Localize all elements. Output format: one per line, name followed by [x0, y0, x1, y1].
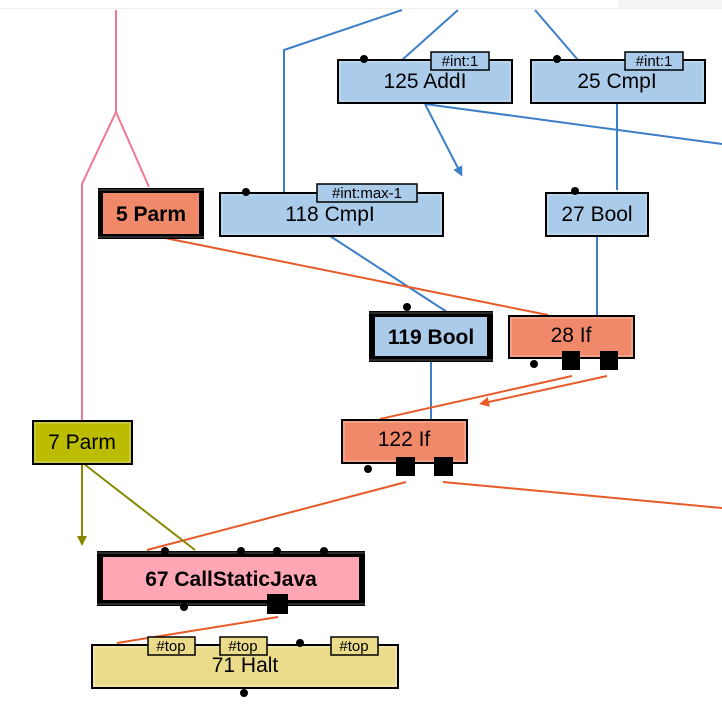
edge-7-parm-to-67[interactable]: [83, 463, 196, 551]
input-port[interactable]: [273, 547, 281, 555]
node-label: 118 CmpI: [285, 203, 375, 226]
svg-text:#int:1: #int:1: [442, 53, 479, 70]
node-label: 119 Bool: [388, 326, 474, 349]
node-27-bool[interactable]: 27 Bool: [545, 187, 649, 237]
constant-tag: #int:max-1: [316, 183, 418, 203]
node-125-addi[interactable]: #int:1 125 AddI: [337, 51, 513, 104]
svg-text:#top: #top: [156, 638, 185, 655]
edge-memory-to-7-parm[interactable]: [81, 111, 117, 421]
edge-67-to-71-halt[interactable]: [116, 616, 279, 644]
node-5-parm[interactable]: 5 Parm: [98, 188, 204, 239]
input-port[interactable]: [364, 465, 372, 473]
input-port[interactable]: [320, 547, 328, 555]
input-port[interactable]: [403, 303, 411, 311]
top-bar-panel: [618, 0, 722, 8]
output-port-false[interactable]: [600, 351, 618, 370]
node-122-if[interactable]: 122 If: [341, 419, 468, 476]
input-port[interactable]: [360, 55, 368, 63]
constant-tag: #int:1: [624, 51, 684, 71]
edges: [77, 9, 722, 644]
input-port[interactable]: [553, 55, 561, 63]
output-port-true[interactable]: [562, 351, 580, 370]
input-port[interactable]: [571, 187, 579, 195]
edge-into-118-cmpi[interactable]: [283, 9, 403, 196]
node-71-halt[interactable]: #top #top #top 71 Halt: [91, 636, 399, 697]
svg-text:#top: #top: [228, 638, 257, 655]
node-119-bool[interactable]: 119 Bool: [369, 303, 493, 362]
constant-tag: #int:1: [430, 51, 490, 71]
edge-125-addi-right[interactable]: [424, 103, 722, 145]
input-port[interactable]: [242, 188, 250, 196]
node-label: 25 CmpI: [577, 70, 656, 93]
edge-into-125-addi[interactable]: [401, 9, 459, 61]
edge-into-25-cmpi[interactable]: [534, 9, 579, 61]
output-port[interactable]: [267, 594, 288, 614]
svg-text:#int:1: #int:1: [636, 53, 673, 70]
node-label: 71 Halt: [212, 654, 279, 677]
node-label: 125 AddI: [384, 70, 467, 93]
node-118-cmpi[interactable]: #int:max-1 118 CmpI: [219, 183, 444, 237]
node-7-parm[interactable]: 7 Parm: [32, 420, 133, 465]
node-28-if[interactable]: 28 If: [508, 315, 635, 370]
edge-118-to-119[interactable]: [329, 235, 448, 313]
node-label: 27 Bool: [561, 203, 632, 226]
edge-28-if-loop-back[interactable]: [479, 375, 608, 407]
input-port[interactable]: [161, 547, 169, 555]
input-port[interactable]: [180, 603, 188, 611]
node-25-cmpi[interactable]: #int:1 25 CmpI: [530, 51, 706, 104]
svg-text:#top: #top: [339, 638, 368, 655]
edge-122-if-right[interactable]: [442, 481, 722, 509]
constant-tag: #top: [147, 636, 196, 656]
node-67-callstaticjava[interactable]: 67 CallStaticJava: [97, 547, 365, 614]
constant-tag: #top: [219, 636, 268, 656]
top-bar: [0, 0, 722, 9]
node-label: 122 If: [378, 428, 431, 451]
constant-tag: #top: [330, 636, 379, 656]
node-label: 7 Parm: [48, 431, 116, 454]
node-label: 67 CallStaticJava: [145, 568, 317, 591]
output-port[interactable]: [240, 689, 248, 697]
edge-125-addi-down[interactable]: [424, 103, 463, 177]
input-port[interactable]: [296, 639, 304, 647]
edge-28-if-to-122-if[interactable]: [379, 375, 573, 420]
svg-text:#int:max-1: #int:max-1: [332, 185, 402, 202]
output-port-true[interactable]: [396, 457, 415, 476]
output-port-false[interactable]: [434, 457, 453, 476]
node-label: 5 Parm: [116, 203, 186, 226]
edge-5-parm-to-28-if[interactable]: [164, 237, 549, 316]
node-label: 28 If: [551, 324, 592, 347]
input-port[interactable]: [237, 547, 245, 555]
edge-122-if-to-67[interactable]: [146, 481, 407, 551]
edge-memory-to-5-parm[interactable]: [115, 10, 150, 188]
input-port[interactable]: [530, 360, 538, 368]
